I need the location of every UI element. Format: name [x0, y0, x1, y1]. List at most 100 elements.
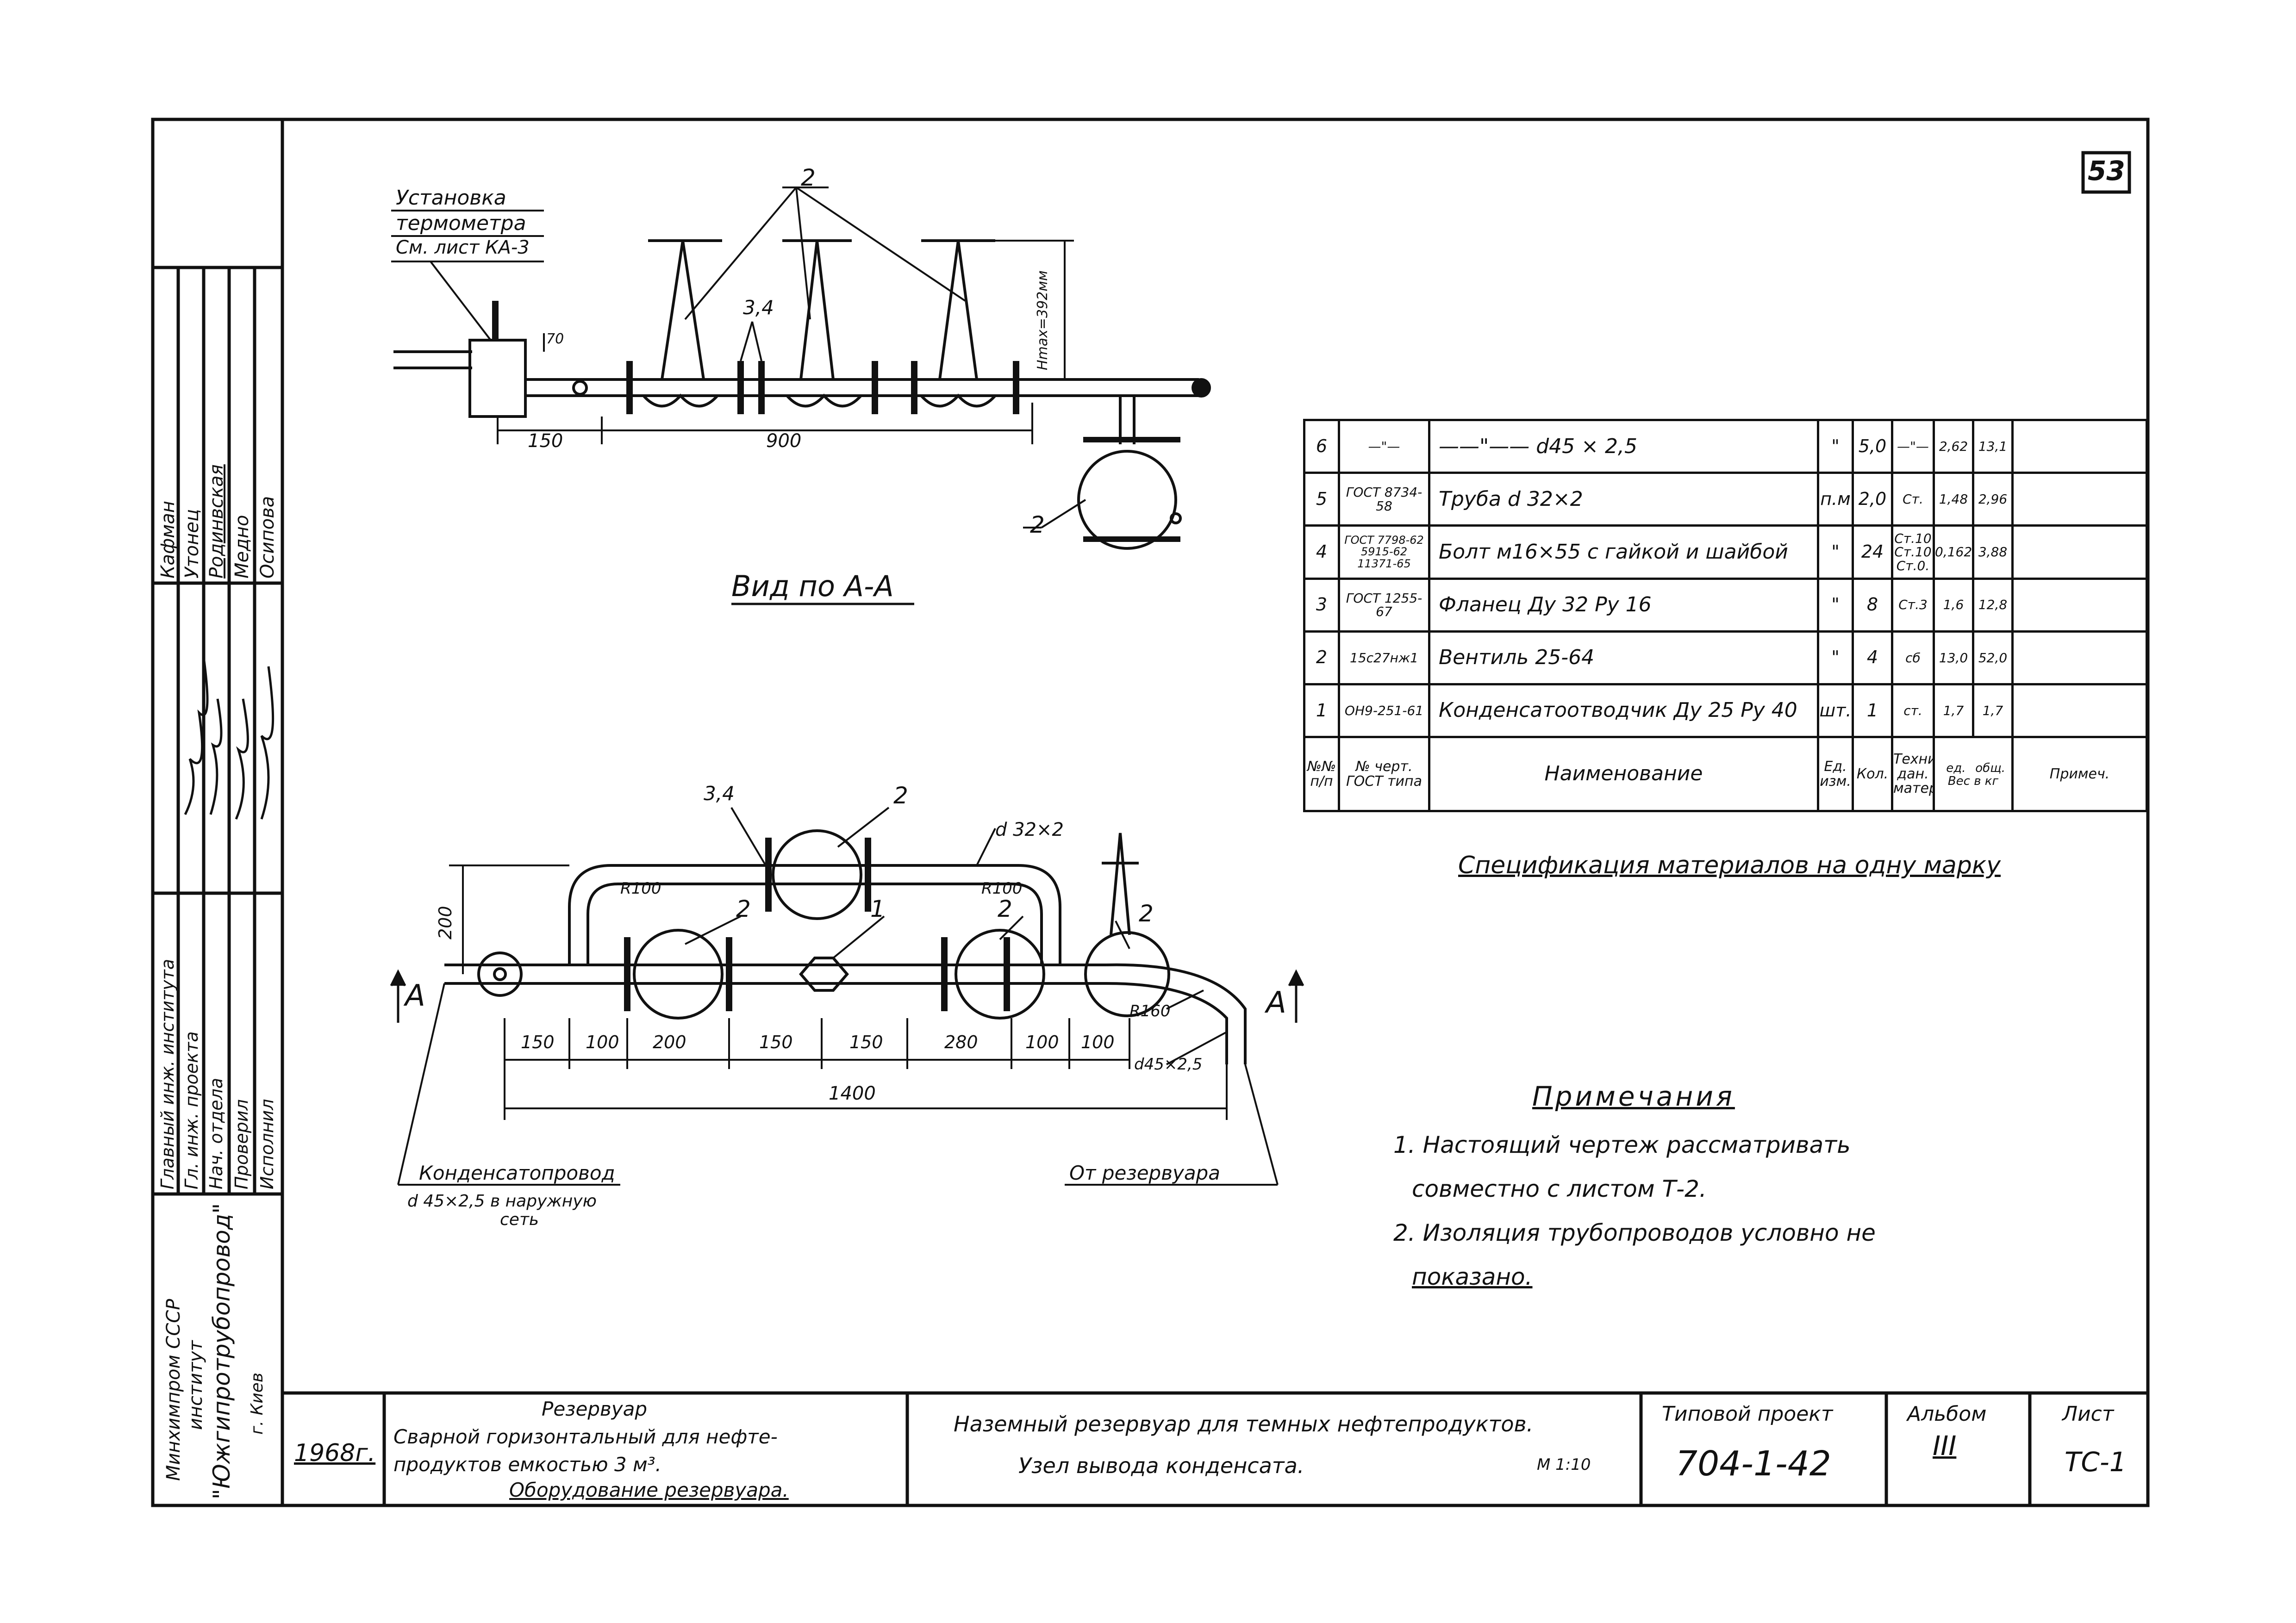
title-album-label: Альбом: [1907, 1402, 1987, 1426]
spec-header-name: Наименование: [1428, 736, 1819, 812]
stamp-role-checked: Проверил: [231, 1099, 252, 1189]
spec-cell-note: [2011, 418, 2148, 474]
view-caption: Вид по А-А: [731, 569, 894, 603]
thermometer-callout-line3: См. лист КА-3: [396, 237, 530, 258]
elevation-valve-label: 2: [1030, 511, 1045, 538]
stamp-role-project-engineer: Гл. инж. проекта: [181, 1031, 202, 1189]
spec-cell-unit-w: 2,62: [1933, 418, 1974, 474]
elevation-item-3-4-label: 3,4: [743, 296, 774, 319]
spec-cell-doc: ГОСТ 8734-58: [1338, 472, 1430, 527]
spec-cell-name: Вентиль 25-64: [1428, 630, 1819, 685]
spec-cell-total-w: 1,7: [1972, 683, 2014, 739]
signatures: [184, 657, 275, 820]
spec-header-unit-w: ед.: [1946, 761, 1966, 776]
stamp-surname-2: Утонец: [181, 509, 203, 578]
spec-cell-note: [2011, 683, 2148, 739]
title-object-line1: Резервуар: [542, 1398, 648, 1420]
section-mark-left: А: [405, 979, 425, 1013]
radius-160-label: R160: [1129, 1002, 1171, 1020]
spec-cell-unit-w: 1,7: [1933, 683, 1974, 739]
note-line-4: показано.: [1412, 1263, 1533, 1290]
spec-header-tech: Технич. дан. матер.: [1891, 736, 1935, 812]
spec-cell-doc: —"—: [1338, 418, 1430, 474]
spec-cell-tech: Ст.: [1891, 472, 1935, 527]
spec-cell-tech: Ст.10 Ст.10 Ст.0.: [1891, 524, 1935, 580]
elevation-item-2-label: 2: [801, 164, 816, 191]
stamp-role-department-head: Нач. отдела: [206, 1077, 226, 1189]
spec-cell-tech: ст.: [1891, 683, 1935, 739]
spec-cell-unit-w: 0,162: [1933, 524, 1974, 580]
spec-caption: Спецификация материалов на одну марку: [1458, 852, 2001, 879]
plan-dim-1: 150: [521, 1032, 555, 1052]
spec-cell-name: Болт м16×55 с гайкой и шайбой: [1428, 524, 1819, 580]
spec-cell-note: [2011, 524, 2148, 580]
title-album-value: III: [1933, 1430, 1957, 1461]
section-mark-right: А: [1266, 986, 1286, 1020]
spec-cell-unit-w: 13,0: [1933, 630, 1974, 685]
plan-dim-8: 100: [1081, 1032, 1115, 1052]
title-scale: М 1:10: [1537, 1455, 1591, 1474]
plan-dim-4: 150: [759, 1032, 793, 1052]
sheet-frame: [151, 118, 2150, 1507]
spec-cell-qty: 24: [1852, 524, 1893, 580]
stamp-org-city: г. Киев: [248, 1372, 267, 1435]
spec-cell-total-w: 13,1: [1972, 418, 2014, 474]
condensate-callout-line3: сеть: [500, 1210, 539, 1229]
spec-cell-unit: ": [1817, 577, 1854, 633]
spec-header-total-w: общ.: [1975, 761, 2005, 776]
thermometer-callout-line2: термометра: [396, 211, 526, 235]
title-sheet-value: ТС-1: [2065, 1446, 2127, 1478]
spec-cell-num: 1: [1303, 683, 1340, 739]
spec-cell-unit: шт.: [1817, 683, 1854, 739]
stamp-org-ministry: Минхимпром СССР: [163, 1299, 184, 1481]
spec-cell-name: Конденсатоотводчик Ду 25 Ру 40: [1428, 683, 1819, 739]
spec-cell-num: 5: [1303, 472, 1340, 527]
pipe-d45-label: d45×2,5: [1134, 1055, 1203, 1074]
radius-100-right: R100: [981, 879, 1023, 898]
spec-cell-unit-w: 1,6: [1933, 577, 1974, 633]
spec-header-weight: Вес в кг: [1947, 774, 1999, 788]
spec-cell-total-w: 2,96: [1972, 472, 2014, 527]
dimension-200-vertical: 200: [435, 906, 455, 939]
spec-cell-qty: 4: [1852, 630, 1893, 685]
stamp-surname-4: Медно: [231, 515, 253, 578]
spec-cell-note: [2011, 577, 2148, 633]
plan-item-1-label: 1: [870, 895, 885, 922]
thermometer-callout-line1: Установка: [396, 186, 506, 210]
title-subject-line2: Узел вывода конденсата.: [1018, 1453, 1304, 1478]
stamp-role-executed: Исполнил: [257, 1099, 277, 1189]
stamp-role-chief-engineer: Главный инж. института: [157, 958, 178, 1189]
title-object-line2: Сварной горизонтальный для нефте-: [393, 1425, 778, 1448]
title-project-label: Типовой проект: [1662, 1402, 1833, 1426]
spec-cell-unit: ": [1817, 630, 1854, 685]
plan-item-3-4-label: 3,4: [704, 782, 735, 805]
spec-cell-num: 3: [1303, 577, 1340, 633]
spec-header-qty: Кол.: [1852, 736, 1893, 812]
radius-100-left: R100: [620, 879, 661, 898]
stamp-surname-5: Осипова: [257, 496, 278, 578]
plan-item-2-label-far: 2: [1139, 900, 1154, 927]
pipe-d32-label: d 32×2: [995, 819, 1064, 840]
spec-cell-doc: ГОСТ 7798-62 5915-62 11371-65: [1338, 524, 1430, 580]
spec-cell-tech: Ст.3: [1891, 577, 1935, 633]
spec-cell-note: [2011, 472, 2148, 527]
spec-cell-num: 4: [1303, 524, 1340, 580]
note-line-2: совместно с листом Т-2.: [1412, 1175, 1707, 1202]
notes-title: Примечания: [1532, 1081, 1735, 1112]
title-year: 1968г.: [294, 1439, 376, 1467]
stamp-org-name: "Южгипротрубопровод": [208, 1203, 235, 1499]
page-number: 53: [2088, 155, 2125, 187]
spec-cell-total-w: 12,8: [1972, 577, 2014, 633]
spec-cell-qty: 8: [1852, 577, 1893, 633]
spec-header-note: Примеч.: [2011, 736, 2148, 812]
plan-dim-total: 1400: [829, 1083, 876, 1104]
title-object-line4: Оборудование резервуара.: [509, 1479, 789, 1501]
elevation-view: [391, 187, 1211, 550]
